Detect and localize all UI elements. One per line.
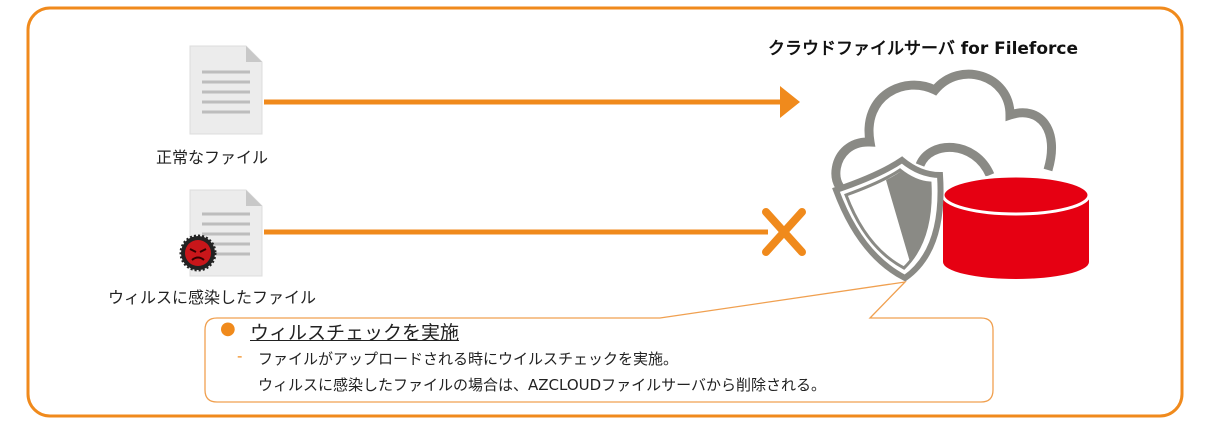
dash-marker: - xyxy=(237,347,243,365)
callout-line-2: ウィルスに感染したファイルの場合は、AZCLOUDファイルサーバから削除される。 xyxy=(258,376,827,394)
cloud-icon xyxy=(831,69,1056,200)
infected-file-label: ウィルスに感染したファイル xyxy=(108,288,317,307)
blocked-arrow xyxy=(264,208,806,256)
shield-icon xyxy=(832,156,944,282)
callout-line-1: ファイルがアップロードされる時にウイルスチェックを実施。 xyxy=(258,350,679,368)
callout-box xyxy=(204,281,994,403)
virus-icon xyxy=(179,234,217,272)
block-x-icon xyxy=(762,208,806,256)
outer-frame xyxy=(26,6,1184,418)
database-icon xyxy=(941,174,1091,279)
normal-file-label: 正常なファイル xyxy=(156,148,269,167)
bullet-icon: ● xyxy=(220,318,236,339)
server-title: クラウドファイルサーバ for Fileforce xyxy=(768,39,1078,59)
callout-heading: ウィルスチェックを実施 xyxy=(250,322,460,344)
document-icon xyxy=(189,45,263,135)
upload-arrow xyxy=(264,86,800,118)
